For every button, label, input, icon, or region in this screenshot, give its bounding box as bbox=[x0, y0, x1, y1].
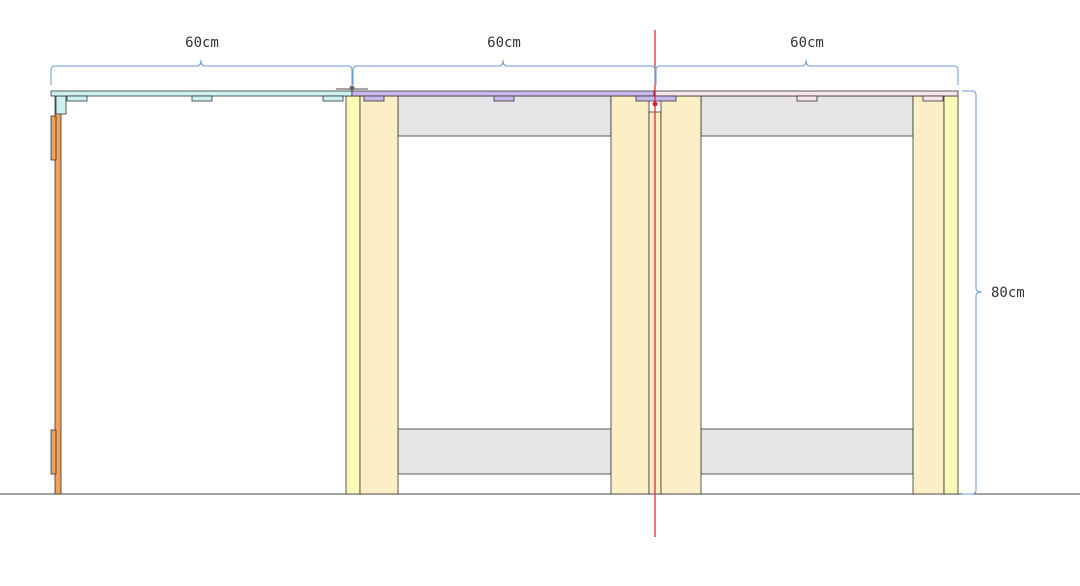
joint-pin bbox=[349, 85, 355, 91]
dimension-brace-left bbox=[50, 59, 353, 85]
post-left-inner bbox=[359, 95, 399, 495]
dimension-label-left: 60cm bbox=[185, 35, 219, 51]
post-center-right bbox=[660, 95, 702, 495]
post-right-inner bbox=[912, 95, 945, 495]
cleat-middle-1 bbox=[363, 95, 385, 102]
dimension-brace-right bbox=[655, 59, 959, 85]
shelf-middle-upper bbox=[397, 95, 612, 137]
dimension-label-height: 80cm bbox=[991, 285, 1025, 301]
shelf-right-upper bbox=[700, 95, 914, 137]
cleat-right-2 bbox=[922, 95, 944, 102]
tabletop-right bbox=[653, 90, 959, 97]
dimension-brace-height bbox=[962, 90, 983, 495]
cleat-middle-3 bbox=[635, 95, 677, 102]
dimension-label-right: 60cm bbox=[790, 35, 824, 51]
cleat-left-3 bbox=[322, 95, 344, 102]
hinge-lower bbox=[50, 429, 57, 475]
cleat-middle-2 bbox=[493, 95, 515, 102]
post-left-outer bbox=[345, 95, 361, 495]
shelf-middle-lower bbox=[397, 428, 612, 475]
dimension-brace-middle bbox=[352, 59, 656, 85]
center-line-marker bbox=[652, 101, 658, 107]
post-right-outer bbox=[943, 95, 959, 495]
tabletop-left bbox=[50, 90, 353, 97]
leg-left-bracket bbox=[55, 95, 67, 115]
cleat-right-1 bbox=[796, 95, 818, 102]
tabletop-middle bbox=[351, 90, 655, 97]
hinge-upper bbox=[50, 115, 57, 161]
dimension-label-middle: 60cm bbox=[487, 35, 521, 51]
shelf-right-lower bbox=[700, 428, 914, 475]
cleat-left-1 bbox=[66, 95, 88, 102]
post-center-left bbox=[610, 95, 650, 495]
cleat-left-2 bbox=[191, 95, 213, 102]
